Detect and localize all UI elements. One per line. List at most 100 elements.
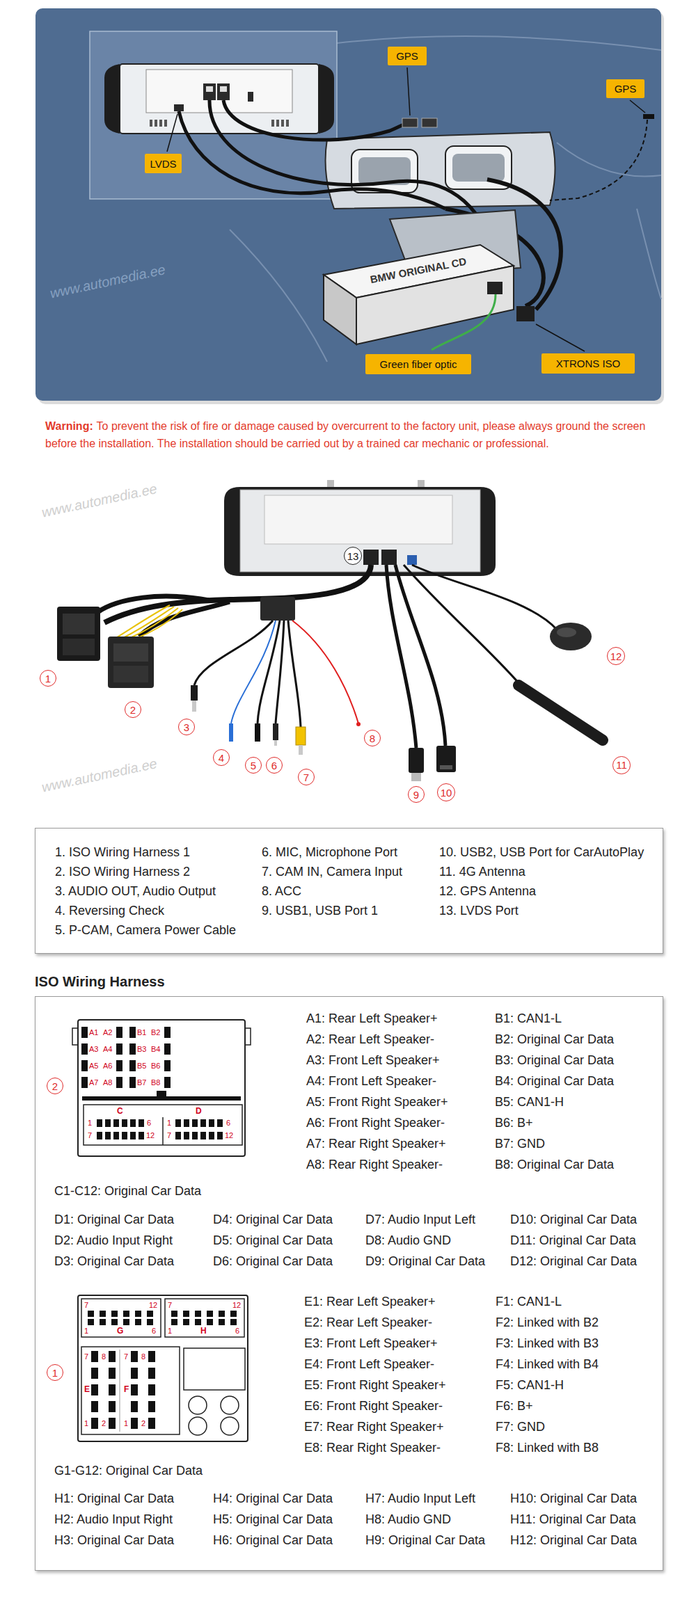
wire-end bbox=[254, 723, 261, 742]
cd-changer bbox=[516, 306, 535, 322]
group-note: C1-C12: Original Car Data bbox=[54, 1183, 202, 1200]
wire-end bbox=[298, 745, 303, 756]
screen-unit bbox=[219, 86, 227, 92]
watermark: www.automedia.ee bbox=[48, 261, 168, 303]
part-item: 1. ISO Wiring Harness 1 bbox=[54, 844, 191, 861]
callout-number: 5 bbox=[244, 757, 262, 774]
connector-drawing bbox=[111, 1311, 118, 1318]
cable bbox=[223, 100, 407, 140]
pin-description: F1: CAN1-L bbox=[495, 1294, 562, 1310]
panel-background bbox=[336, 36, 662, 51]
watermark: www.automedia.ee bbox=[40, 755, 159, 797]
callout-number: 6 bbox=[265, 757, 283, 774]
screen-unit bbox=[119, 64, 319, 134]
connector-drawing bbox=[116, 1044, 123, 1056]
callout-number: 4 bbox=[212, 749, 230, 767]
gps-plug bbox=[643, 114, 655, 120]
harness bbox=[135, 609, 183, 639]
part-item: 9. USB1, USB Port 1 bbox=[261, 903, 378, 919]
pin-description: D10: Original Car Data bbox=[510, 1212, 637, 1228]
pin-description: A1: Rear Left Speaker+ bbox=[306, 1011, 438, 1027]
callout-number: 2 bbox=[46, 1078, 64, 1095]
connector-drawing bbox=[130, 1351, 138, 1363]
pin-description: D8: Audio GND bbox=[365, 1233, 452, 1249]
callout-number: 13 bbox=[343, 547, 363, 566]
connector-drawing bbox=[91, 1401, 99, 1413]
pin-description: E3: Front Left Speaker+ bbox=[304, 1336, 438, 1352]
connector-drawing bbox=[99, 1319, 106, 1326]
cd-changer bbox=[323, 274, 357, 345]
connector-drawing bbox=[162, 1117, 164, 1146]
screen-unit bbox=[174, 104, 184, 112]
connector-drawing bbox=[129, 1077, 136, 1089]
pin-description: F8: Linked with B8 bbox=[495, 1440, 599, 1457]
pin-number: 12 bbox=[148, 1301, 158, 1310]
wire-end bbox=[192, 700, 197, 713]
pin-description: F2: Linked with B2 bbox=[495, 1315, 599, 1331]
connector-drawing bbox=[164, 1027, 171, 1039]
wire bbox=[194, 620, 359, 728]
callout-number: 7 bbox=[297, 769, 315, 786]
harness-connector bbox=[57, 597, 296, 689]
screen-unit bbox=[240, 489, 481, 573]
callout-digit: 12 bbox=[610, 651, 623, 662]
connector-drawing bbox=[194, 1319, 202, 1326]
callout-text: LVDS bbox=[149, 157, 177, 170]
connector-drawing bbox=[130, 1368, 138, 1380]
screen-unit bbox=[104, 64, 120, 134]
pin-group: C bbox=[116, 1107, 124, 1117]
pin-group: G bbox=[116, 1327, 124, 1337]
pin-number: 1 bbox=[87, 1119, 92, 1128]
pin-description: D3: Original Car Data bbox=[54, 1254, 174, 1270]
callout-number: 12 bbox=[606, 647, 626, 667]
panel-background bbox=[35, 8, 662, 401]
screen-unit bbox=[149, 119, 153, 127]
connector-drawing bbox=[138, 1132, 145, 1141]
pin-description: H11: Original Car Data bbox=[510, 1512, 637, 1528]
pin-number: 2 bbox=[101, 1418, 106, 1430]
part-item: 12. GPS Antenna bbox=[439, 883, 536, 900]
gps-plug bbox=[402, 118, 418, 128]
connector-drawing bbox=[175, 1132, 181, 1141]
screen-unit bbox=[381, 549, 397, 566]
pin-description: H3: Original Car Data bbox=[54, 1533, 174, 1549]
pin-number: 6 bbox=[235, 1327, 240, 1336]
usb-cable bbox=[436, 746, 456, 773]
connector-drawing bbox=[171, 1319, 178, 1326]
gps-antenna bbox=[549, 622, 592, 651]
pin-description: D7: Audio Input Left bbox=[365, 1212, 476, 1228]
callout-digit: 3 bbox=[183, 722, 190, 733]
pin-description: F5: CAN1-H bbox=[495, 1378, 564, 1394]
pin-number: 7 bbox=[84, 1301, 89, 1310]
connector-drawing bbox=[81, 1027, 241, 1102]
lte-antenna bbox=[403, 565, 521, 686]
pin-number: 1 bbox=[123, 1418, 129, 1430]
connector-drawing bbox=[206, 1319, 213, 1326]
connector-drawing bbox=[91, 1385, 99, 1397]
pin-description: F4: Linked with B4 bbox=[495, 1357, 599, 1373]
pin-number: 6 bbox=[151, 1327, 156, 1336]
gps-plug bbox=[402, 114, 655, 201]
callout-number: 10 bbox=[437, 783, 456, 803]
connector-drawing bbox=[183, 1132, 190, 1141]
connector-drawing bbox=[146, 1319, 154, 1326]
connector-drawing bbox=[135, 1319, 142, 1326]
pin-label: B1 bbox=[137, 1027, 147, 1039]
pin-description: H8: Audio GND bbox=[365, 1512, 452, 1528]
connector-drawing bbox=[119, 1350, 121, 1433]
wire bbox=[288, 620, 301, 728]
pin-description: B3: Original Car Data bbox=[494, 1053, 614, 1069]
panel-background bbox=[89, 31, 337, 200]
callout-digit: 1 bbox=[45, 673, 51, 685]
pin-description: A2: Rear Left Speaker- bbox=[306, 1032, 435, 1048]
cd-changer bbox=[323, 210, 535, 351]
connector-drawing bbox=[206, 1311, 213, 1318]
pin-description: E5: Front Right Speaker+ bbox=[304, 1378, 447, 1394]
screen-unit bbox=[164, 119, 168, 127]
connector-drawing bbox=[188, 1396, 207, 1415]
pin-description: E2: Rear Left Speaker- bbox=[304, 1315, 433, 1331]
callout-text: XTRONS ISO bbox=[556, 357, 621, 370]
connector-drawing bbox=[200, 1132, 207, 1141]
pin-description: H4: Original Car Data bbox=[212, 1491, 333, 1507]
pin-description: A5: Front Right Speaker+ bbox=[306, 1094, 449, 1111]
